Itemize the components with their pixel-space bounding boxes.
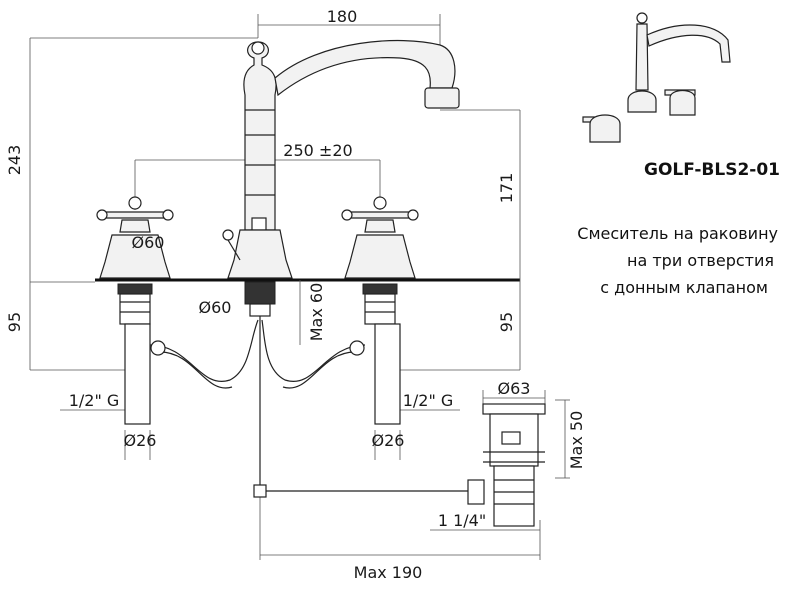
description-line-1: Смеситель на раковину: [577, 224, 778, 243]
left-handle: [96, 196, 174, 425]
drain-valve: [482, 403, 546, 527]
dimension-lines: [29, 14, 570, 560]
dim-spout-height: 171: [497, 173, 516, 204]
dim-spout-reach: 180: [327, 7, 358, 26]
model-number: GOLF-BLS2-01: [644, 160, 780, 180]
spout-assembly: [222, 39, 460, 317]
product-thumbnail: [582, 12, 731, 143]
dim-total-height: 243: [5, 145, 24, 176]
dim-handle-diameter: Ø60: [132, 233, 165, 252]
right-handle: [341, 196, 419, 425]
product-description: Смеситель на раковину на три отверстия с…: [520, 220, 778, 301]
dim-shank-right: Ø26: [372, 431, 405, 450]
description-line-2: на три отверстия: [627, 251, 774, 270]
dim-center-distance: 250 ±20: [283, 141, 352, 160]
dim-below-deck-right: 95: [497, 312, 516, 332]
dim-drain-diameter: Ø63: [498, 379, 531, 398]
connecting-hoses: [149, 319, 366, 389]
dim-drain-thread: 1 1/4": [438, 511, 486, 530]
drain-rod: [253, 316, 485, 505]
dim-drain-max-height: Max 50: [567, 411, 586, 470]
dim-max-depth: Max 60: [307, 283, 326, 342]
dim-thread-right: 1/2" G: [403, 391, 454, 410]
dim-drain-max-length: Max 190: [354, 563, 423, 582]
dim-below-deck-left: 95: [5, 312, 24, 332]
dim-shank-left: Ø26: [124, 431, 157, 450]
description-line-3: с донным клапаном: [600, 278, 768, 297]
dim-base-diameter: Ø60: [199, 298, 232, 317]
dim-thread-left: 1/2" G: [69, 391, 120, 410]
